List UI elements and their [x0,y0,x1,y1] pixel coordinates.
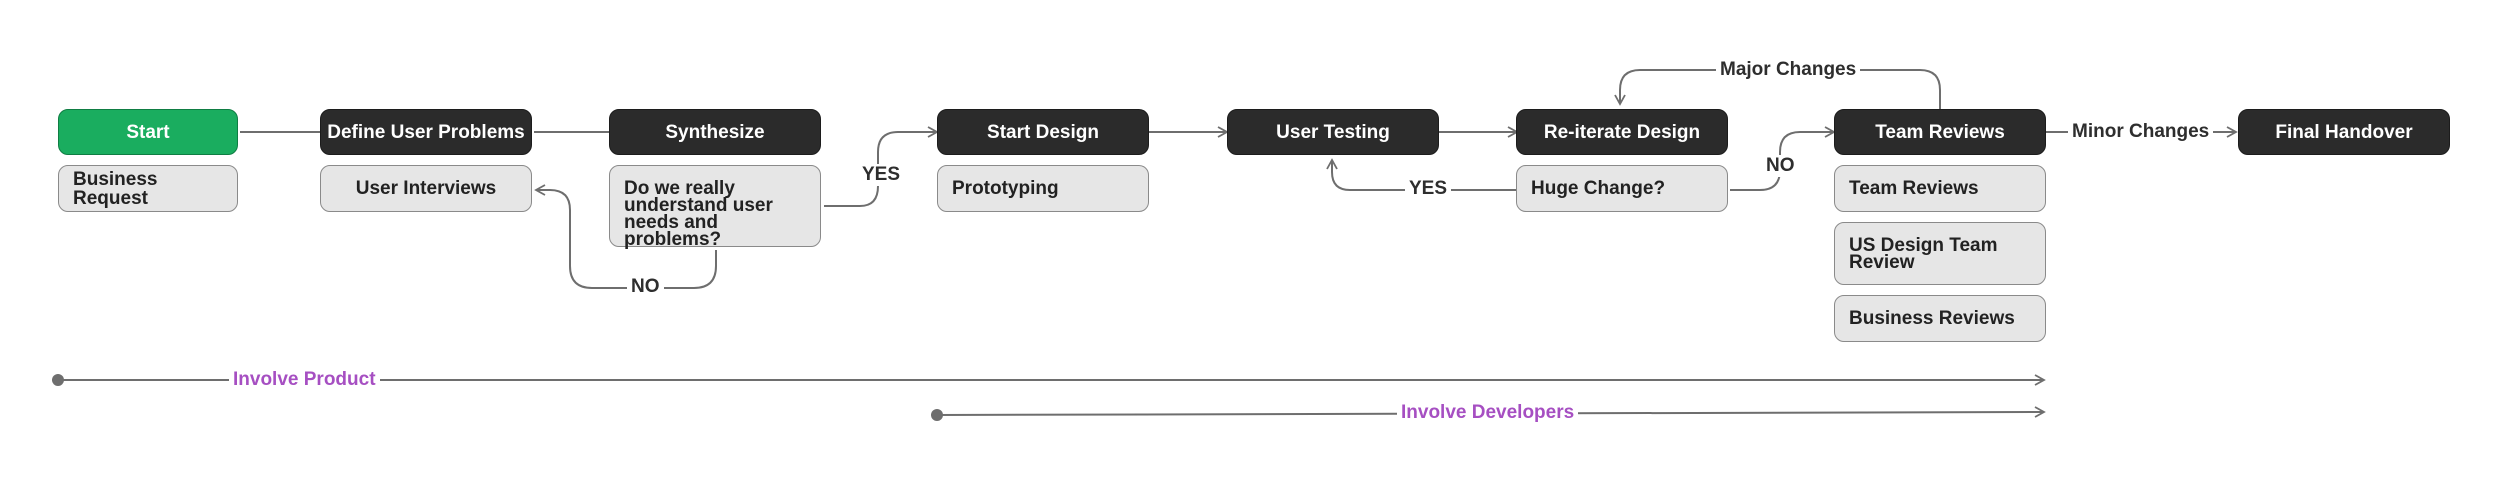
user-testing-node: User Testing [1227,109,1439,155]
final-handover-node: Final Handover [2238,109,2450,155]
timeline-developers-start-dot [931,409,943,421]
no-label-to-interviews: NO [627,276,664,298]
reiterate-design-node: Re-iterate Design [1516,109,1728,155]
business-reviews-node: Business Reviews [1834,295,2046,342]
start-node: Start [58,109,238,155]
team-reviews-node: Team Reviews [1834,109,2046,155]
start-design-node: Start Design [937,109,1149,155]
involve-product-label: Involve Product [229,369,380,391]
timeline-product-start-dot [52,374,64,386]
involve-developers-label: Involve Developers [1397,402,1579,424]
prototyping-node: Prototyping [937,165,1149,212]
yes-label-to-testing: YES [1405,178,1452,200]
understand-question-text: Do we really understand user needs and p… [624,178,773,250]
huge-change-node: Huge Change? [1516,165,1728,212]
synthesize-node: Synthesize [609,109,821,155]
major-changes-label: Major Changes [1716,59,1861,81]
connector-question-user-interviews [534,184,717,289]
understand-question-node: Do we really understand user needs and p… [609,165,821,250]
connector-huge-change-user-testing [1326,158,1518,191]
no-label-to-reviews: NO [1762,155,1799,177]
us-design-review-node: US Design Team Review [1834,222,2046,285]
us-design-review-text: US Design Team Review [1849,235,1998,273]
business-request-node: Business Request [58,165,238,212]
minor-changes-label: Minor Changes [2068,121,2214,143]
define-user-problems-node: Define User Problems [320,109,532,155]
team-reviews-detail-node: Team Reviews [1834,165,2046,212]
yes-label-to-design: YES [858,164,905,186]
user-interviews-node: User Interviews [320,165,532,212]
